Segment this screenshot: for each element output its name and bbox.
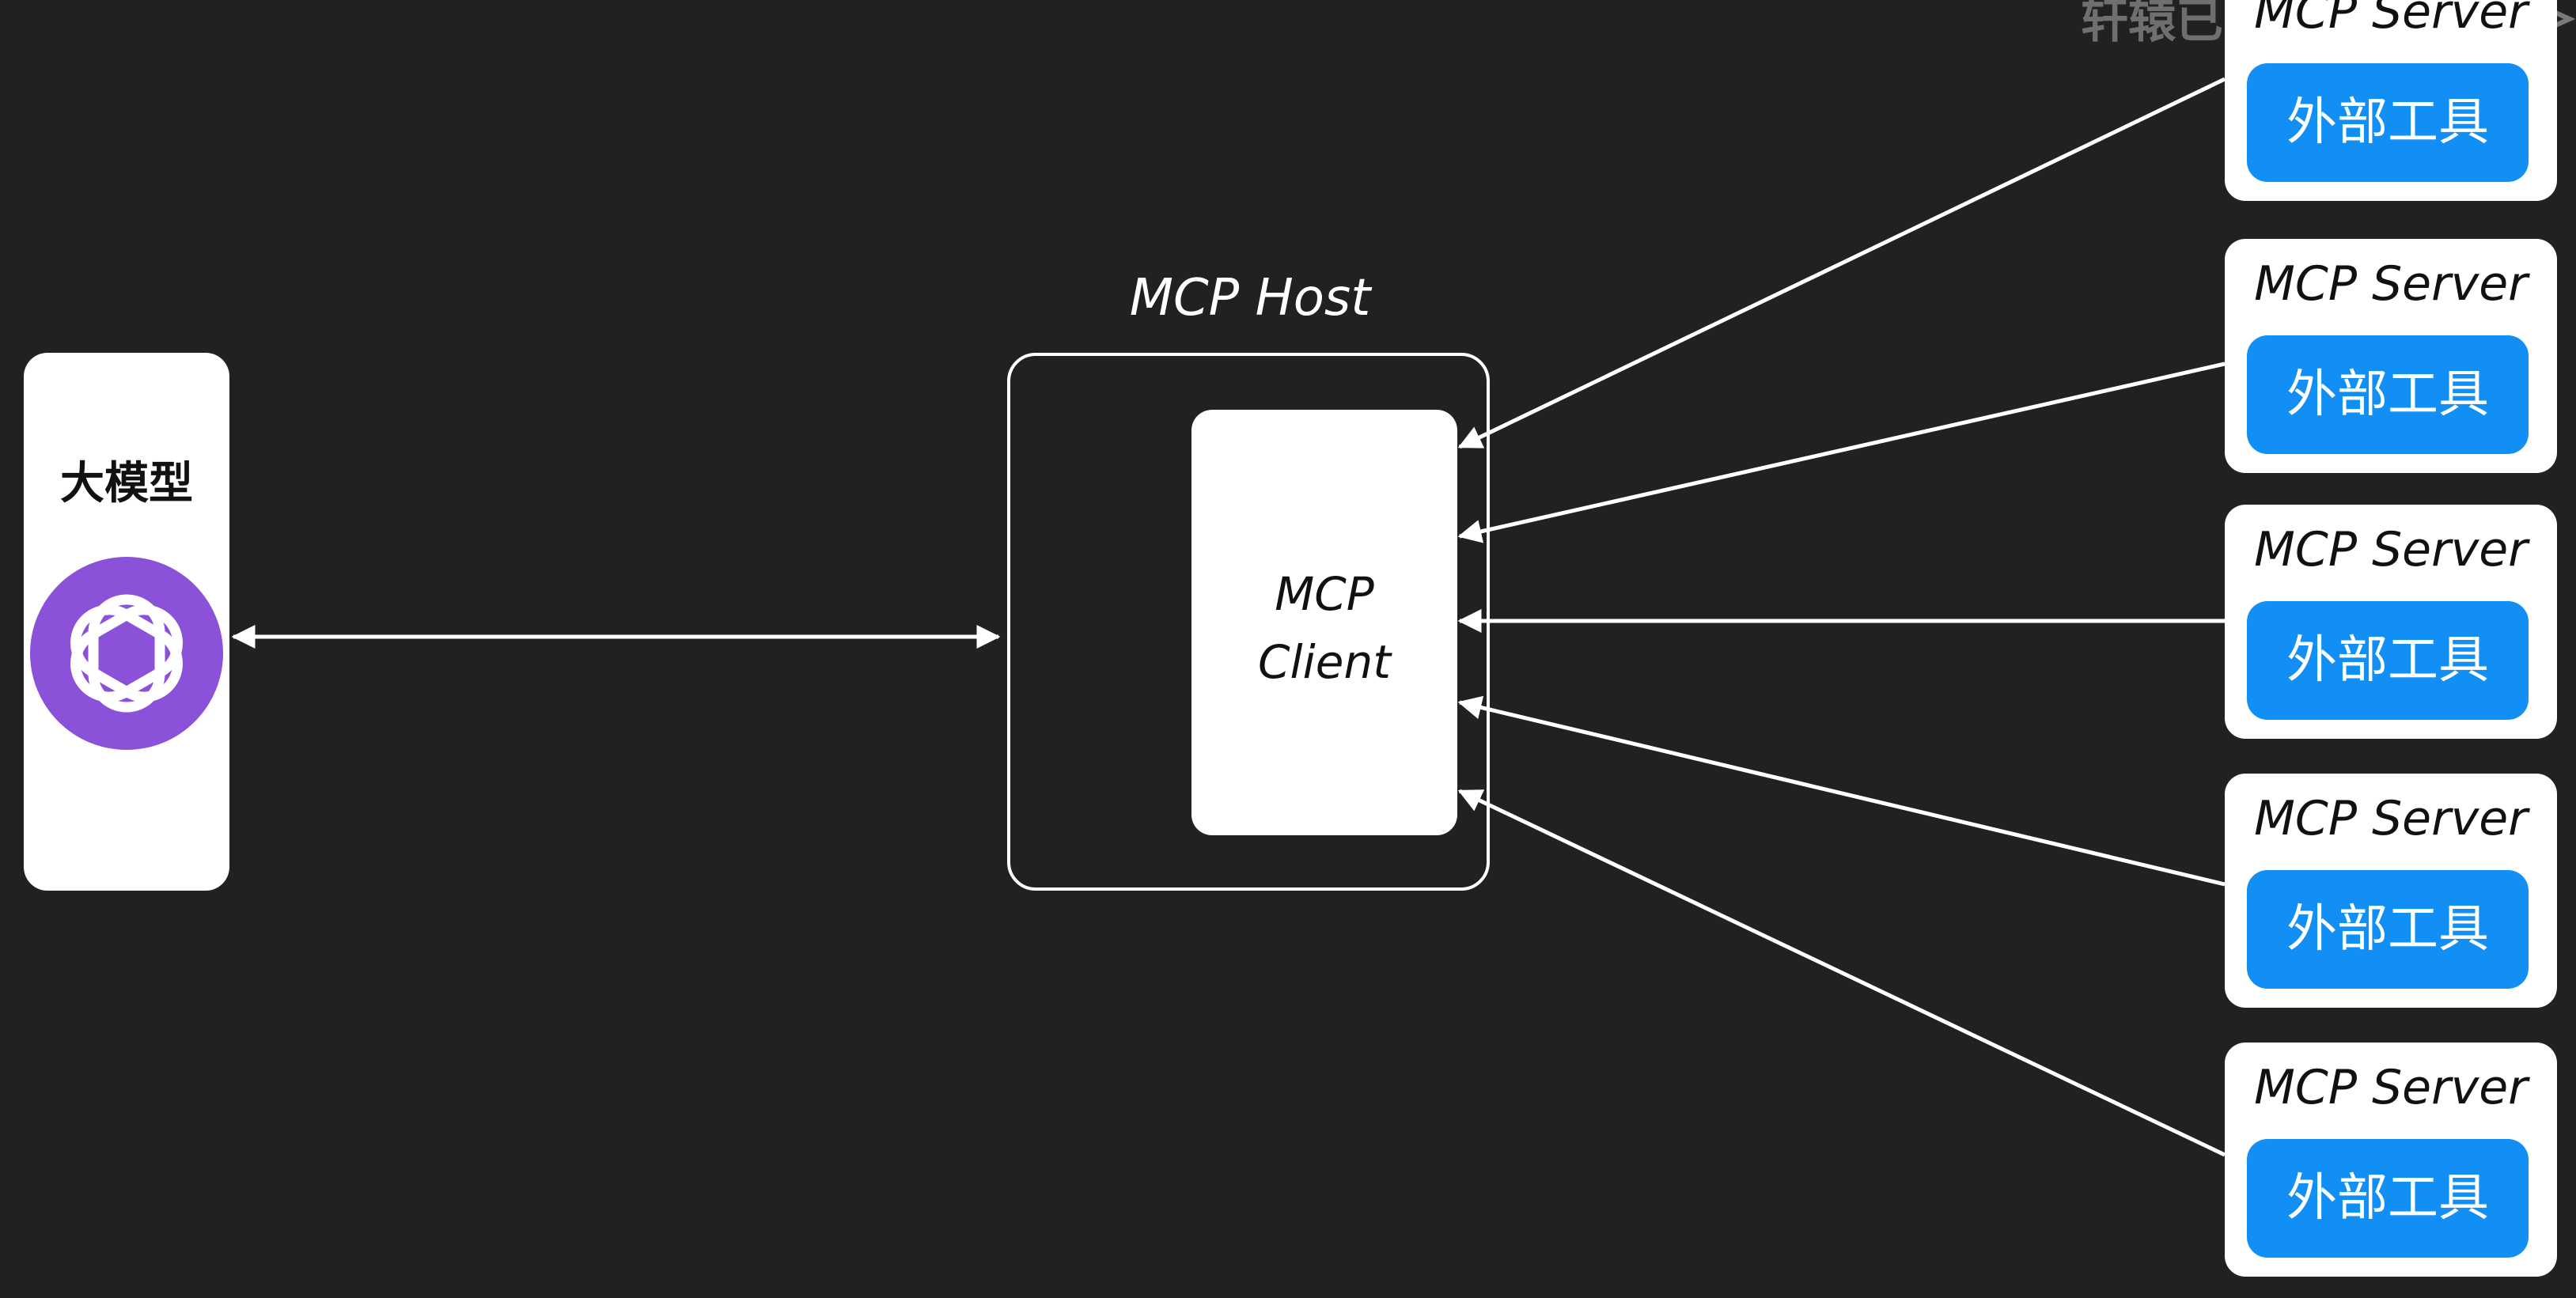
mcp-server-card: MCP Server 外部工具 — [2225, 774, 2557, 1008]
client-label-line1: MCP — [1275, 567, 1374, 621]
mcp-server-card: MCP Server 外部工具 — [2225, 505, 2557, 739]
external-tool-button: 外部工具 — [2247, 335, 2529, 454]
model-title: 大模型 — [60, 458, 193, 509]
server-title: MCP Server — [2254, 1060, 2528, 1115]
server-title: MCP Server — [2254, 791, 2528, 846]
external-tool-button: 外部工具 — [2247, 63, 2529, 182]
client-label: MCP Client — [1191, 560, 1457, 696]
mcp-host-box — [1007, 353, 1490, 891]
mcp-server-card: MCP Server 外部工具 — [2225, 1043, 2557, 1277]
model-card: 大模型 — [24, 353, 229, 891]
external-tool-button: 外部工具 — [2247, 601, 2529, 720]
server-link-2 — [1457, 361, 2226, 543]
watermark-text: 轩辕已 — [2081, 0, 2223, 49]
server-title: MCP Server — [2254, 256, 2528, 312]
server-link-4 — [1457, 695, 2226, 887]
client-label-line2: Client — [1258, 635, 1391, 689]
server-title: MCP Server — [2254, 522, 2528, 577]
external-tool-button: 外部工具 — [2247, 1139, 2529, 1258]
mcp-client-box: MCP Client — [1191, 410, 1457, 835]
host-label: MCP Host — [1129, 269, 1371, 327]
mcp-server-card: MCP Server 外部工具 — [2225, 239, 2557, 473]
external-tool-button: 外部工具 — [2247, 870, 2529, 989]
server-link-5 — [1457, 789, 2226, 1157]
server-link-1 — [1457, 77, 2226, 449]
mcp-server-card: MCP Server 外部工具 — [2225, 0, 2557, 201]
server-title: MCP Server — [2254, 0, 2528, 40]
openai-logo-icon — [30, 557, 223, 750]
